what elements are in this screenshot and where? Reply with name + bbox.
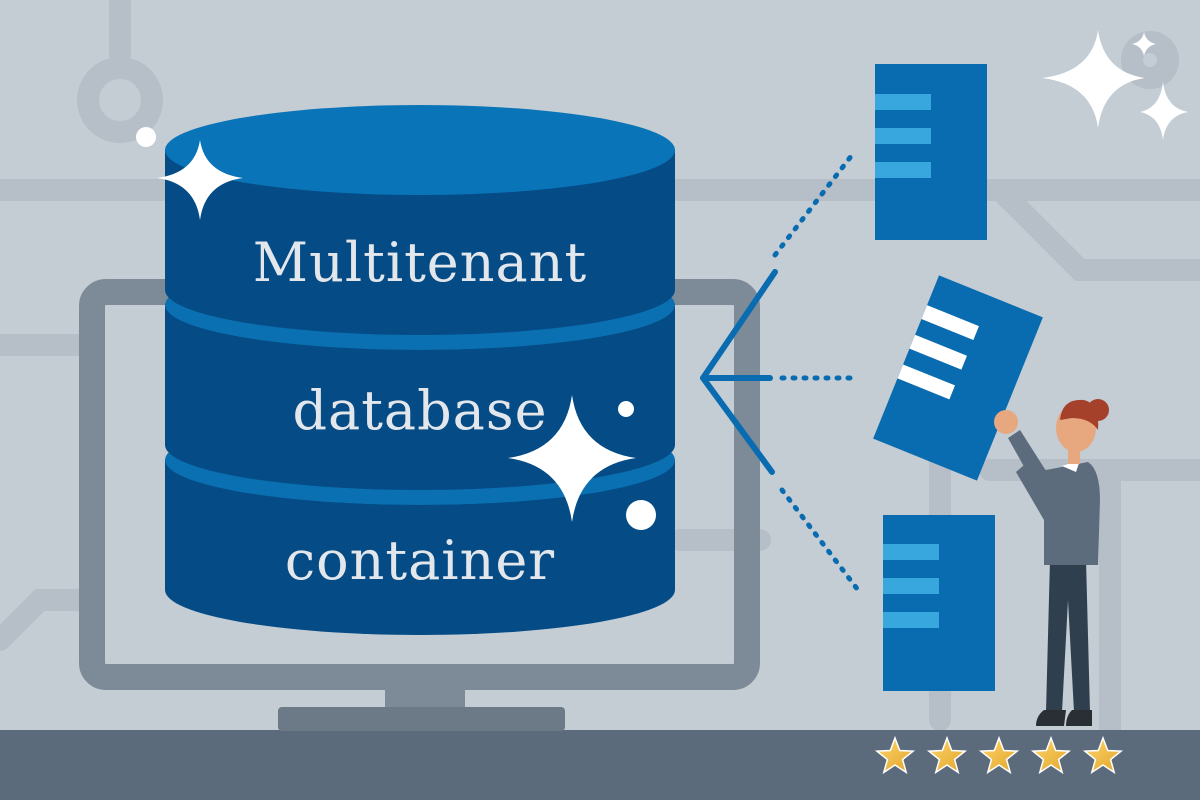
star-icon [926,735,968,775]
document-icon [875,64,987,240]
monitor-stand [278,707,565,731]
floor [0,730,1200,800]
database-icon [165,105,675,635]
database-top [165,105,675,195]
star-rating [874,735,1124,775]
db-label-line-3: container [284,529,556,592]
star-icon [978,735,1020,775]
star-icon [874,735,916,775]
connector-lines [700,152,861,593]
document-icon-held [873,275,1043,481]
dotted-connector-bottom [779,487,861,593]
dotted-connector-top [772,152,855,258]
db-label-line-1: Multitenant [252,231,588,294]
person-icon [994,399,1109,726]
document-icon [883,515,995,691]
db-label-line-2: database [292,379,548,442]
sparkle-icon [136,30,1188,530]
star-icon [1030,735,1072,775]
star-icon [1082,735,1124,775]
